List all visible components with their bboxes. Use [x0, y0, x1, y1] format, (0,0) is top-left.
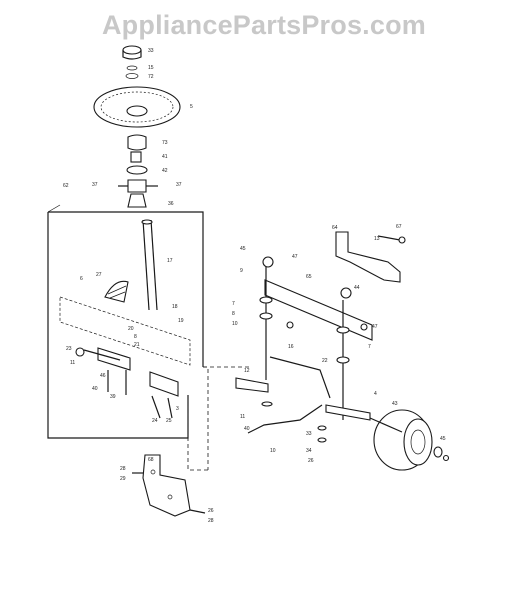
- callout-45: 45: [240, 246, 246, 252]
- callout-47: 47: [372, 324, 378, 330]
- callout-37: 37: [92, 182, 98, 188]
- callout-4: 4: [374, 391, 377, 397]
- callout-44: 44: [354, 285, 360, 291]
- callout-37: 37: [176, 182, 182, 188]
- callout-23: 23: [66, 346, 72, 352]
- callout-64: 64: [332, 225, 338, 231]
- callout-26: 26: [208, 508, 214, 514]
- callout-8: 8: [232, 311, 235, 317]
- callout-19: 19: [178, 318, 184, 324]
- steering-wheel-assembly: [93, 45, 181, 208]
- callout-12: 12: [244, 368, 250, 374]
- callout-11: 11: [70, 360, 75, 366]
- axle-support-bracket: [335, 231, 406, 283]
- callout-20: 20: [128, 326, 134, 332]
- callout-73: 73: [162, 140, 168, 146]
- callout-46: 46: [100, 373, 106, 379]
- watermark-text: AppliancePartsPros.com: [101, 10, 426, 40]
- callout-62: 62: [63, 183, 69, 189]
- callout-9: 9: [240, 268, 243, 274]
- front-wheel: [369, 409, 450, 471]
- callout-72: 72: [148, 74, 154, 80]
- callout-15: 15: [148, 65, 154, 71]
- callout-6: 6: [80, 276, 83, 282]
- mounting-bracket: [132, 454, 206, 517]
- callout-16: 16: [288, 344, 294, 350]
- callout-13: 13: [374, 236, 380, 242]
- callout-21: 21: [134, 342, 140, 348]
- callout-34: 34: [306, 448, 312, 454]
- callout-5: 5: [190, 104, 193, 110]
- callout-45: 45: [440, 436, 446, 442]
- callout-41: 41: [162, 154, 168, 160]
- callout-33: 33: [306, 431, 312, 437]
- callout-28: 28: [120, 466, 126, 472]
- callout-28: 28: [208, 518, 214, 524]
- callout-40: 40: [92, 386, 98, 392]
- callout-43: 43: [392, 401, 398, 407]
- callout-26: 26: [308, 458, 314, 464]
- callout-33: 33: [148, 48, 154, 54]
- callout-3: 3: [176, 406, 179, 412]
- callout-7: 7: [232, 301, 235, 307]
- callout-labels: 33 15 72 5 73 41 42 37 37 36 62 17 6 27 …: [63, 48, 446, 524]
- callout-27: 27: [96, 272, 102, 278]
- callout-7: 7: [368, 344, 371, 350]
- callout-68: 68: [148, 457, 154, 463]
- callout-42: 42: [162, 168, 168, 174]
- callout-8: 8: [134, 334, 137, 340]
- callout-29: 29: [120, 476, 126, 482]
- callout-36: 36: [168, 201, 174, 207]
- callout-10: 10: [270, 448, 276, 454]
- callout-40: 40: [244, 426, 250, 432]
- steering-gear-box: [47, 204, 204, 439]
- callout-18: 18: [172, 304, 178, 310]
- callout-22: 22: [322, 358, 328, 364]
- front-axle-assembly: [235, 256, 373, 443]
- callout-39: 39: [110, 394, 116, 400]
- callout-24: 24: [152, 418, 158, 424]
- callout-11: 11: [240, 414, 245, 420]
- callout-67: 67: [396, 224, 402, 230]
- callout-17: 17: [167, 258, 173, 264]
- callout-10: 10: [232, 321, 238, 327]
- callout-25: 25: [166, 418, 172, 424]
- callout-65: 65: [306, 274, 312, 280]
- callout-47: 47: [292, 254, 298, 260]
